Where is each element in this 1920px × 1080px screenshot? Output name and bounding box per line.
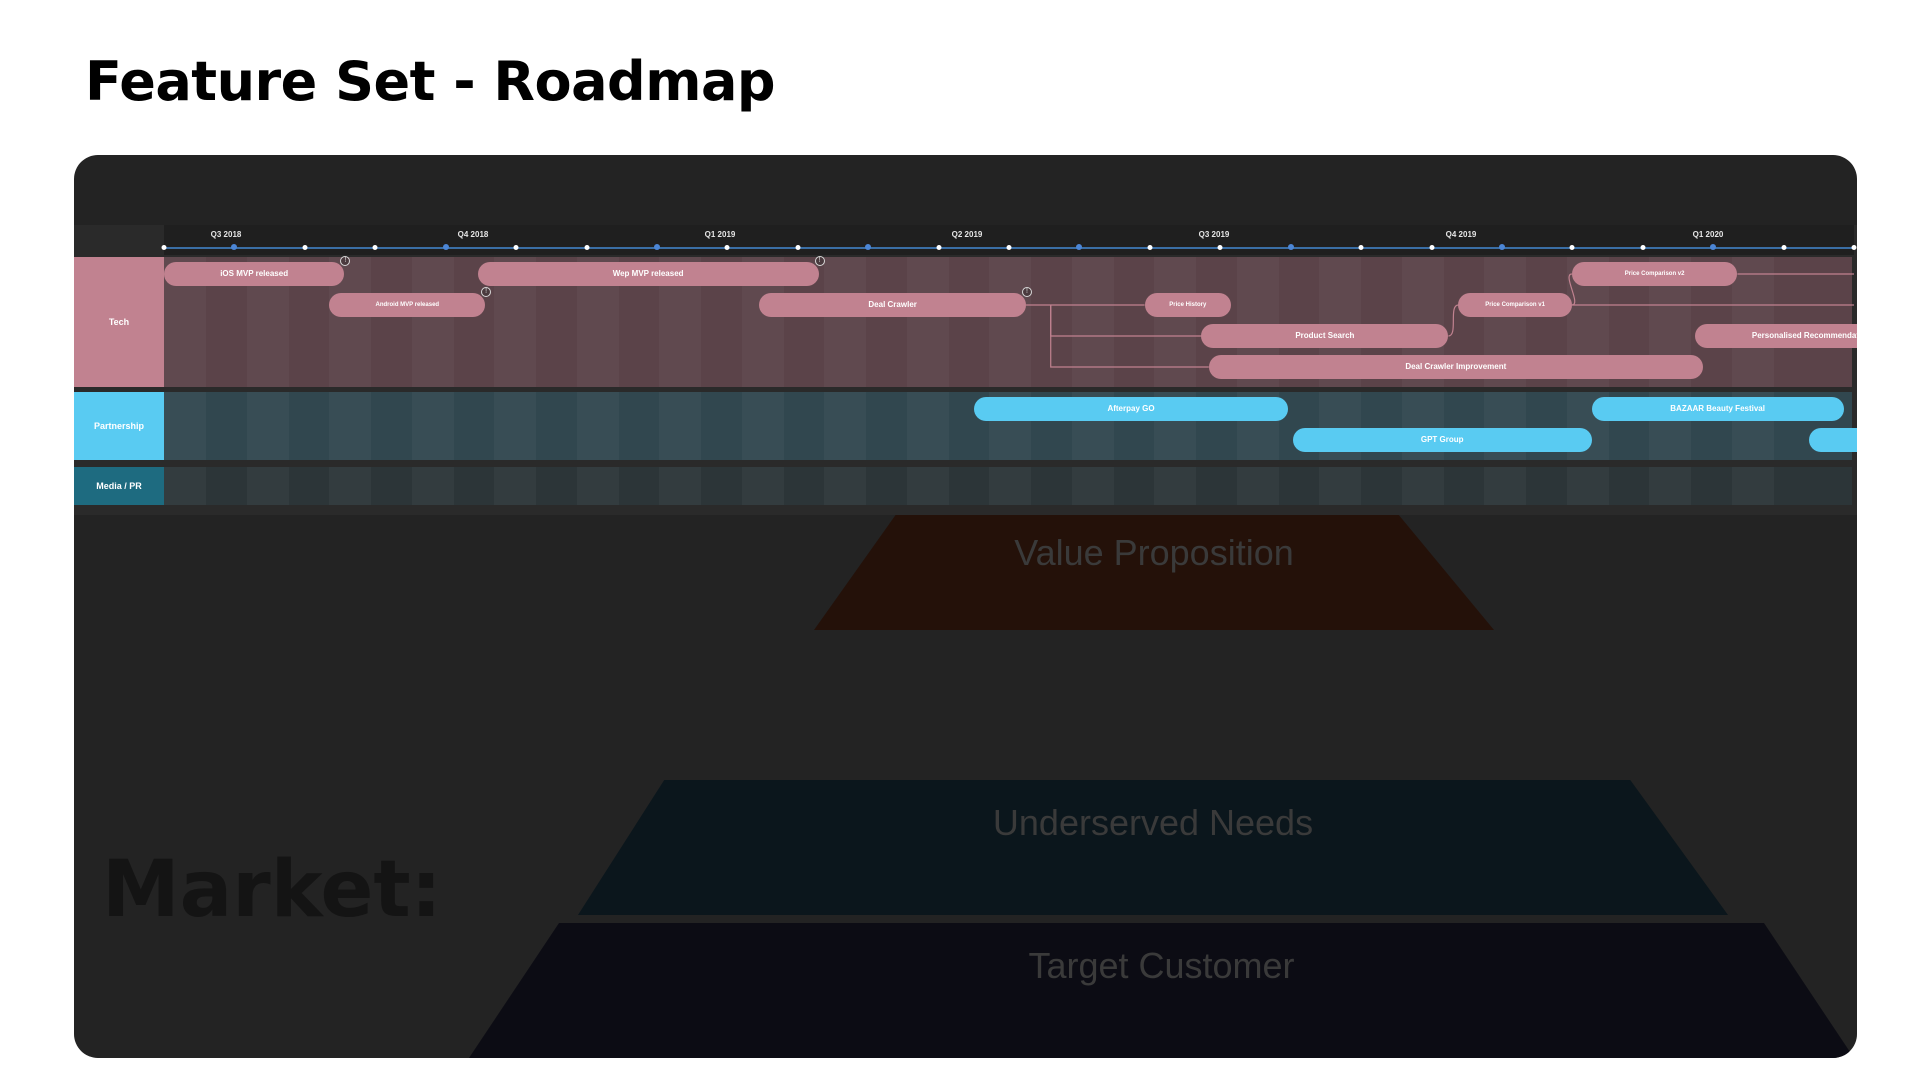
quarter-label: Q1 2020 (1692, 230, 1724, 239)
timeline-axis: Q3 2018 Q4 2018 Q1 2019 Q2 2019 Q3 2019 Q4 20… (161, 225, 1857, 255)
dependency-connectors (1026, 273, 1854, 368)
tech-lane-body: iOS MVP released!Wep MVP released!Androi… (164, 256, 1857, 387)
timeline-tick (795, 245, 801, 250)
roadmap-item-wep-mvp-released[interactable]: Wep MVP released (477, 262, 819, 286)
roadmap-timeline: Q3 2018 Q4 2018 Q1 2019 Q2 2019 Q3 2019 Q4 20… (74, 225, 1857, 515)
target-customer-label: Target Customer (1028, 944, 1295, 986)
timeline-tick (1287, 244, 1294, 250)
timeline-tick (1006, 245, 1012, 250)
milestone-icon[interactable]: ! (814, 256, 825, 266)
quarter-label: Q4 2019 (1445, 230, 1477, 239)
roadmap-item-price-history[interactable]: Price History (1144, 293, 1232, 317)
roadmap-item-ios-mvp-released[interactable]: iOS MVP released (164, 262, 345, 286)
page-title: Feature Set - Roadmap (85, 50, 776, 113)
timeline-tick (584, 245, 589, 250)
timeline-tick (161, 245, 167, 250)
timeline-tick (1076, 244, 1083, 250)
timeline-tick (1147, 245, 1153, 250)
timeline-tick (865, 244, 872, 250)
quarter-label: Q3 2019 (1198, 230, 1230, 239)
underserved-needs-shape: Underserved Needs (578, 780, 1728, 915)
roadmap-item-deal-crawler[interactable]: Deal Crawler (759, 293, 1027, 317)
timeline-tick (936, 245, 942, 250)
value-proposition-shape: Value Proposition (814, 515, 1494, 630)
partnership-lane: Partnership Afterpay GO BAZAAR Beauty Fes… (74, 392, 1857, 460)
lane-label-tech: Tech (74, 257, 164, 387)
timeline-tick (1429, 245, 1434, 250)
roadmap-item-deal-crawler-improvement[interactable]: Deal Crawler Improvement (1208, 355, 1703, 379)
timeline-tick (653, 244, 660, 250)
timeline-tick (372, 245, 378, 250)
roadmap-item-afterpay-go[interactable]: Afterpay GO (974, 397, 1288, 421)
timeline-tick (1498, 244, 1505, 250)
tech-lane: Tech iOS MVP released!Wep MVP released!A… (74, 256, 1857, 387)
roadmap-item-product-search[interactable]: Product Search (1201, 324, 1449, 348)
roadmap-item-bazaar-beauty-festival[interactable]: BAZAAR Beauty Festival (1591, 397, 1844, 421)
value-proposition-label: Value Proposition (1014, 531, 1294, 573)
milestone-icon[interactable]: ! (481, 287, 492, 297)
quarter-label: Q3 2018 (210, 230, 242, 239)
quarter-label: Q2 2019 (951, 230, 983, 239)
dependency-line (1050, 305, 1209, 368)
timeline-tick (1640, 245, 1646, 250)
quarter-label: Q1 2019 (704, 230, 736, 239)
media-lane: Media / PR (74, 467, 1852, 505)
dependency-line (1568, 273, 1576, 306)
dependency-line (1050, 305, 1202, 337)
roadmap-panel: Value Proposition Underserved Needs Targ… (74, 155, 1857, 1058)
roadmap-item-price-comparison-v1[interactable]: Price Comparison v1 (1458, 293, 1572, 317)
roadmap-item-gpt-group[interactable]: GPT Group (1292, 428, 1592, 452)
timeline-tick (1217, 245, 1223, 250)
market-label: Market: (102, 845, 442, 935)
timeline-tick (1781, 245, 1787, 250)
timeline-tick (1851, 245, 1857, 250)
timeline-tick (1710, 244, 1717, 250)
milestone-icon[interactable]: ! (1022, 287, 1033, 297)
timeline-tick (724, 245, 730, 250)
target-customer-shape: Target Customer (469, 923, 1854, 1058)
quarter-label: Q4 2018 (457, 230, 489, 239)
timeline-tick (231, 244, 238, 250)
timeline-tick (1358, 245, 1364, 250)
roadmap-item-personalised-recommendation[interactable]: Personalised Recommendation (1695, 324, 1857, 348)
roadmap-item-click-frenzy[interactable]: Click Frenzy (1809, 428, 1857, 452)
milestone-icon[interactable]: ! (340, 256, 351, 266)
lane-label-partnership: Partnership (74, 392, 164, 460)
underserved-needs-label: Underserved Needs (992, 801, 1314, 843)
lane-label-media: Media / PR (74, 467, 164, 505)
timeline-tick (442, 244, 449, 250)
timeline-tick (513, 245, 519, 250)
timeline-tick (302, 245, 308, 250)
timeline-tick (1569, 245, 1575, 250)
dependency-line (1448, 304, 1459, 337)
roadmap-item-android-mvp-released[interactable]: Android MVP released (329, 293, 486, 317)
roadmap-item-price-comparison-v2[interactable]: Price Comparison v2 (1571, 262, 1738, 286)
